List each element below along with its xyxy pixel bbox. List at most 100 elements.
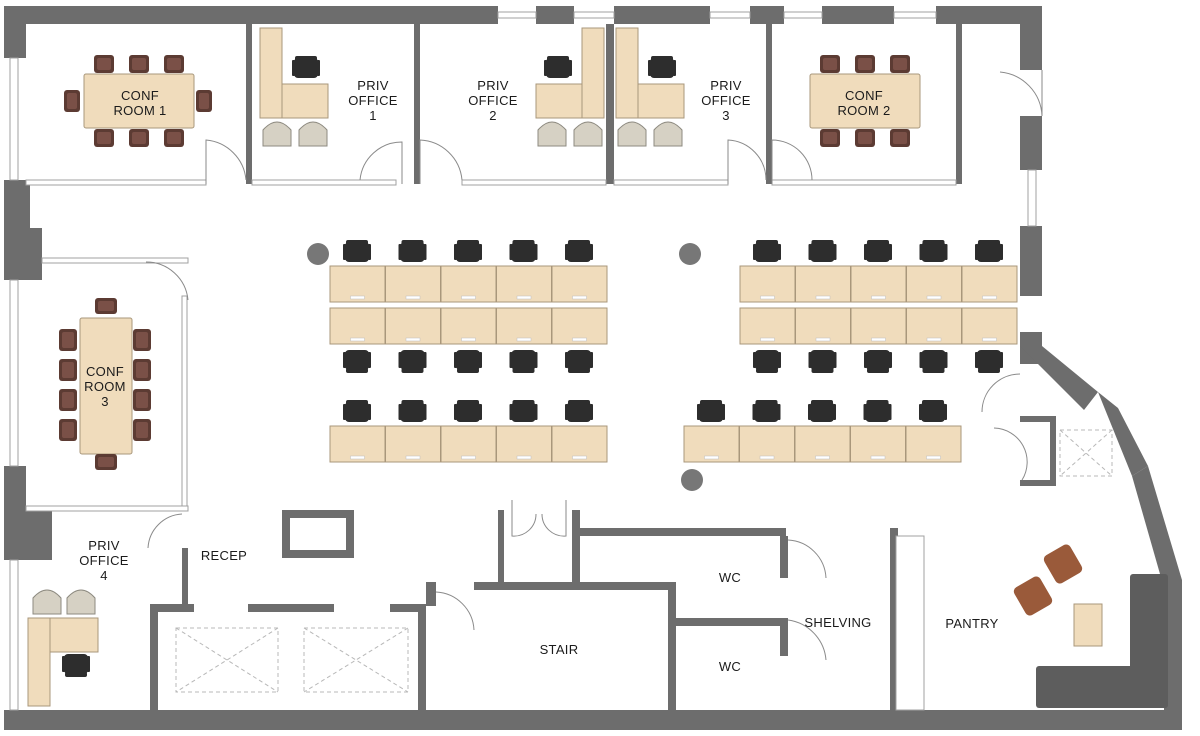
desk-monitor <box>461 295 476 300</box>
pantry-sofa <box>1036 574 1168 708</box>
task-chair <box>398 240 427 262</box>
task-chair <box>648 56 676 78</box>
desk-monitor <box>516 455 532 460</box>
desk-monitor <box>405 295 421 300</box>
room-label-wc-lower: WC <box>719 659 741 674</box>
task-chair <box>292 56 320 78</box>
conference-chair-seat <box>136 362 148 378</box>
task-chair <box>808 350 837 373</box>
conference-chair-seat <box>858 58 872 70</box>
priv-office-1-return <box>259 27 283 119</box>
desk-monitor <box>815 337 831 342</box>
exterior-walls <box>4 6 1182 730</box>
conf-room-2-table <box>809 73 921 129</box>
room-label-recep: RECEP <box>201 548 247 563</box>
desk-monitor <box>704 455 719 460</box>
conference-chair-seat <box>167 58 181 70</box>
task-chair <box>509 240 538 262</box>
desk-monitor <box>759 455 775 460</box>
desk-monitor <box>572 455 587 460</box>
lounge-chair <box>537 121 567 147</box>
conference-chair-seat <box>97 58 111 70</box>
conference-chair-seat <box>98 457 114 467</box>
task-chair <box>454 400 482 422</box>
desk-monitor <box>405 455 421 460</box>
desk-monitor <box>815 295 831 300</box>
desk-monitor <box>760 295 775 300</box>
conference-chair-seat <box>199 93 209 109</box>
lounge-chair <box>262 121 292 147</box>
desk-monitor <box>572 295 587 300</box>
desk-monitor <box>871 295 886 300</box>
lounge-chair <box>573 121 603 147</box>
conference-chair-seat <box>132 58 146 70</box>
conference-chair-seat <box>858 132 872 144</box>
desk-monitor <box>350 295 365 300</box>
conference-chair-seat <box>62 332 74 348</box>
conference-chair-seat <box>62 362 74 378</box>
conference-chair-seat <box>97 132 111 144</box>
conference-chair-seat <box>136 422 148 438</box>
pantry-side-table <box>1073 603 1103 647</box>
desk-monitor <box>760 337 775 342</box>
task-chair <box>454 350 482 373</box>
desk-monitor <box>516 295 532 300</box>
task-chair <box>398 350 427 373</box>
task-chair <box>343 240 371 262</box>
desk-monitor <box>572 337 587 342</box>
furniture <box>27 27 1168 708</box>
task-chair <box>509 350 538 373</box>
lounge-chair <box>32 589 62 615</box>
doors <box>145 70 1043 661</box>
priv-office-3-return <box>615 27 639 119</box>
column <box>681 469 703 491</box>
column <box>307 243 329 265</box>
room-label-wc-upper: WC <box>719 570 741 585</box>
desk-monitor <box>461 455 476 460</box>
lounge-chair <box>617 121 647 147</box>
lounge-chair <box>653 121 683 147</box>
desk-monitor <box>516 337 532 342</box>
conference-chair-seat <box>893 132 907 144</box>
column <box>679 243 701 265</box>
conference-chair-seat <box>136 332 148 348</box>
desk-monitor <box>982 295 997 300</box>
pantry-armchair <box>1013 544 1083 616</box>
task-chair <box>808 240 837 262</box>
conference-chair-seat <box>823 132 837 144</box>
conference-chair-seat <box>823 58 837 70</box>
task-chair <box>509 400 538 422</box>
task-chair <box>454 240 482 262</box>
desk-monitor <box>926 337 942 342</box>
task-chair <box>343 400 371 422</box>
task-chair <box>62 654 90 677</box>
task-chair <box>343 350 371 373</box>
interior-walls <box>25 24 1113 711</box>
desk-monitor <box>926 455 941 460</box>
room-label-shelving: SHELVING <box>804 615 871 630</box>
priv-office-4-return <box>27 617 51 707</box>
lounge-chair <box>298 121 328 147</box>
task-chair <box>975 350 1003 373</box>
conference-chair-seat <box>132 132 146 144</box>
conference-chair-seat <box>62 392 74 408</box>
task-chair <box>753 240 781 262</box>
conference-chair-seat <box>136 392 148 408</box>
desk-monitor <box>926 295 942 300</box>
desk-monitor <box>982 337 997 342</box>
task-chair <box>565 400 593 422</box>
task-chair <box>753 350 781 373</box>
desk-monitor <box>815 455 830 460</box>
room-label-stair: STAIR <box>540 642 579 657</box>
task-chair <box>919 240 948 262</box>
conference-chair-seat <box>67 93 77 109</box>
task-chair <box>565 350 593 373</box>
room-label-pantry: PANTRY <box>945 616 998 631</box>
task-chair <box>864 350 892 373</box>
